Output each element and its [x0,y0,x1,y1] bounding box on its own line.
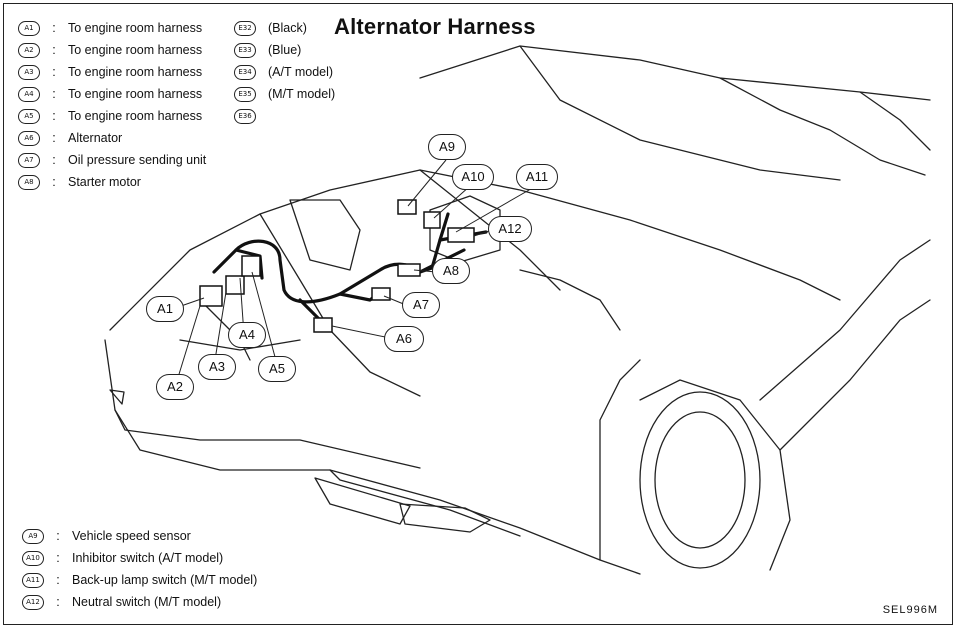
legend-row-a12: A12 : Neutral switch (M/T model) [22,592,221,612]
callout-a3: A3 [198,354,236,380]
legend-row-a4: A4 : To engine room harness E35 (M/T mod… [18,84,335,104]
diagram-frame [3,3,953,625]
legend-row-a7: A7 : Oil pressure sending unit [18,150,206,170]
legend-code-badge: A6 [18,130,40,146]
callout-a12: A12 [488,216,532,242]
legend-separator: : [56,573,60,587]
legend-separator: : [56,551,60,565]
legend-separator: : [52,109,56,123]
legend-code-badge: A10 [22,550,44,566]
legend-row-a6: A6 : Alternator [18,128,122,148]
callout-a5: A5 [258,356,296,382]
connector-badge: E33 [234,42,256,58]
callout-a11: A11 [516,164,558,190]
legend-text: To engine room harness [68,65,203,79]
connector-badge: E32 [234,20,256,36]
legend-separator: : [52,87,56,101]
callout-a7: A7 [402,292,440,318]
legend-code-badge: A11 [22,572,44,588]
connector-badge: E36 [234,108,256,124]
legend-note: (A/T model) [268,65,334,79]
legend-text: Neutral switch (M/T model) [72,595,222,609]
legend-row-a2: A2 : To engine room harness E33 (Blue) [18,40,301,60]
callout-a10: A10 [452,164,494,190]
legend-text: To engine room harness [68,21,203,35]
legend-code-badge: A2 [18,42,40,58]
legend-code-badge: A5 [18,108,40,124]
legend-code-badge: A12 [22,594,44,610]
legend-separator: : [56,529,60,543]
legend-row-a11: A11 : Back-up lamp switch (M/T model) [22,570,257,590]
connector-badge: E34 [234,64,256,80]
legend-separator: : [52,153,56,167]
callout-a2: A2 [156,374,194,400]
legend-text: Inhibitor switch (A/T model) [72,551,224,565]
legend-row-a10: A10 : Inhibitor switch (A/T model) [22,548,223,568]
legend-text: Vehicle speed sensor [72,529,191,543]
legend-row-a9: A9 : Vehicle speed sensor [22,526,191,546]
connector-badge: E35 [234,86,256,102]
legend-text: To engine room harness [68,43,203,57]
legend-separator: : [52,131,56,145]
diagram-title: Alternator Harness [334,14,536,39]
legend-row-a8: A8 : Starter motor [18,172,141,192]
legend-row-a5: A5 : To engine room harness E36 [18,106,256,126]
legend-row-a3: A3 : To engine room harness E34 (A/T mod… [18,62,333,82]
legend-separator: : [56,595,60,609]
legend-text: To engine room harness [68,87,203,101]
legend-note: (Black) [268,21,307,35]
legend-note: (Blue) [268,43,302,57]
legend-code-badge: A9 [22,528,44,544]
callout-a8: A8 [432,258,470,284]
legend-code-badge: A7 [18,152,40,168]
legend-text: Alternator [68,131,123,145]
legend-separator: : [52,65,56,79]
legend-text: Back-up lamp switch (M/T model) [72,573,258,587]
legend-separator: : [52,175,56,189]
legend-text: To engine room harness [68,109,203,123]
legend-code-badge: A4 [18,86,40,102]
legend-text: Oil pressure sending unit [68,153,207,167]
callout-a9: A9 [428,134,466,160]
legend-code-badge: A1 [18,20,40,36]
legend-text: Starter motor [68,175,141,189]
callout-a6: A6 [384,326,424,352]
legend-code-badge: A3 [18,64,40,80]
legend-code-badge: A8 [18,174,40,190]
callout-a4: A4 [228,322,266,348]
legend-separator: : [52,21,56,35]
legend-row-a1: A1 : To engine room harness E32 (Black) [18,18,307,38]
figure-reference-code: SEL996M [882,604,938,616]
legend-separator: : [52,43,56,57]
callout-a1: A1 [146,296,184,322]
legend-note: (M/T model) [268,87,336,101]
